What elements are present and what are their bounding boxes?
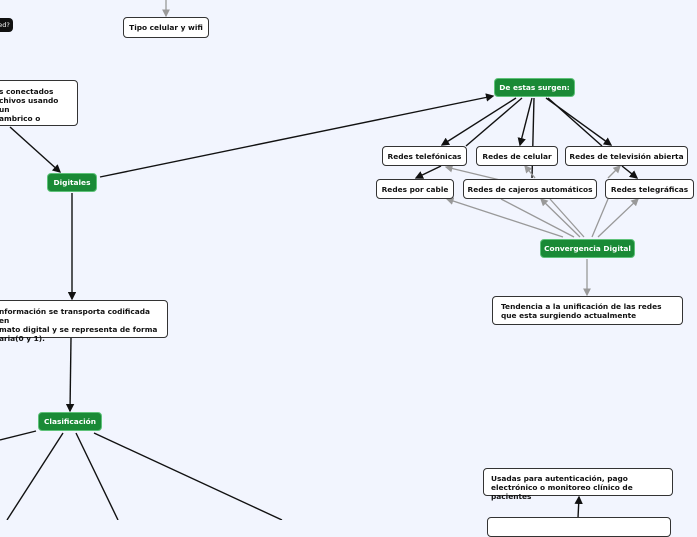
text-line: s conectados [0, 87, 54, 96]
node-redes-telefonicas[interactable]: Redes telefónicas [382, 146, 467, 166]
text-line: chivos usando un [0, 96, 59, 114]
node-info-description[interactable]: nformación se transporta codificada en m… [0, 300, 168, 343]
question-tag[interactable]: ed? [0, 18, 13, 32]
node-convergencia-digital[interactable]: Convergencia Digital [540, 239, 635, 258]
node-tipo-celular[interactable]: Tipo celular y wifi [123, 17, 209, 38]
node-left-description[interactable]: s conectados chivos usando un ambrico o [0, 80, 78, 126]
node-redes-television[interactable]: Redes de televisión abierta [565, 146, 688, 166]
node-redes-cable[interactable]: Redes por cable [376, 179, 454, 199]
node-clasificacion[interactable]: Clasificación [38, 412, 102, 431]
node-bottom-partial[interactable] [487, 517, 671, 537]
node-redes-celular[interactable]: Redes de celular [476, 146, 558, 166]
connector-lines [0, 0, 639, 520]
node-tendencia[interactable]: Tendencia a la unificación de las redes … [492, 296, 683, 325]
node-redes-cajeros[interactable]: Redes de cajeros automáticos [463, 179, 597, 199]
text-line: aria(0 y 1). [0, 334, 45, 343]
text-line: mato digital y se representa de forma [0, 325, 158, 334]
node-redes-telegraficas[interactable]: Redes telegráficas [605, 179, 694, 199]
node-usadas[interactable]: Usadas para autenticación, pago electrón… [483, 468, 673, 501]
text-line: ambrico o [0, 114, 41, 123]
node-digitales[interactable]: Digitales [47, 173, 97, 192]
text-line: nformación se transporta codificada en [0, 307, 151, 325]
node-de-estas-surgen[interactable]: De estas surgen: [494, 78, 575, 97]
